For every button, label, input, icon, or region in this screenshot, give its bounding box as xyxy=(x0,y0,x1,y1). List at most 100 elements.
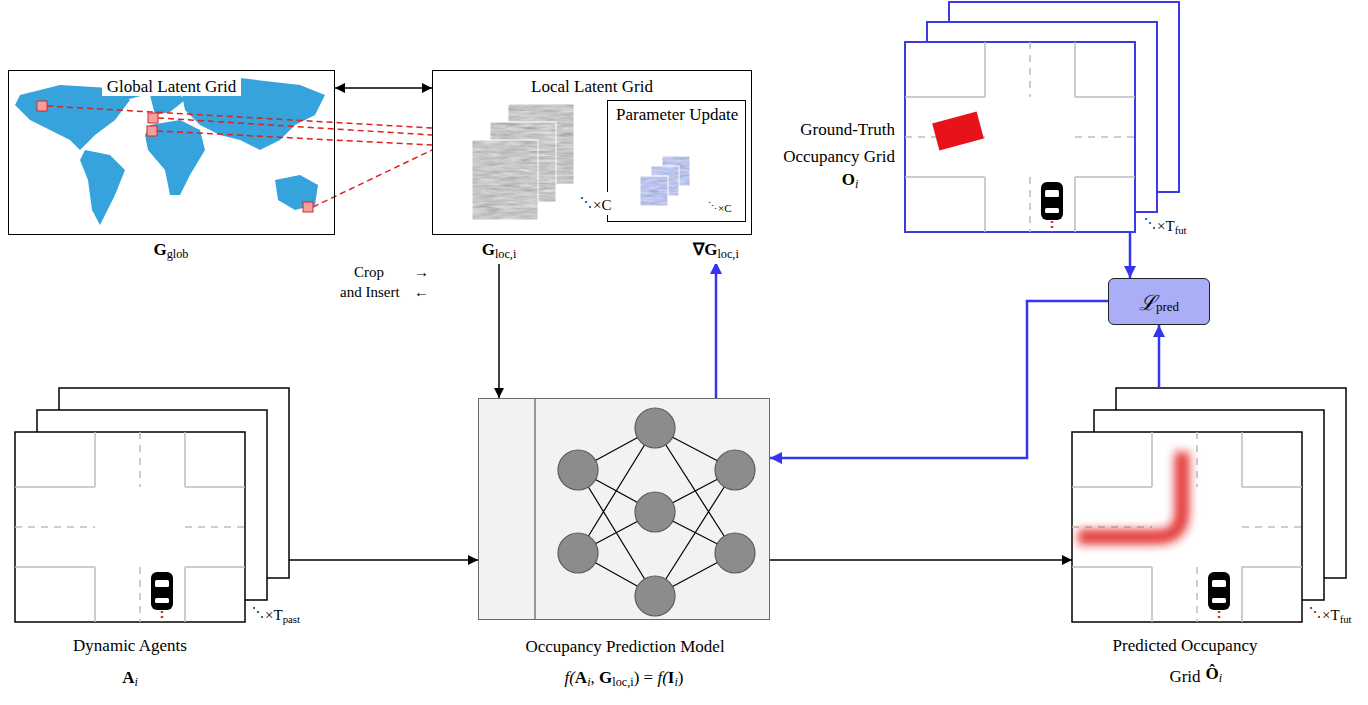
node-text: Ground-Truth Occupancy Grid xyxy=(783,120,895,166)
node-text: Local Latent Grid xyxy=(531,77,653,96)
math-part: i xyxy=(1219,672,1222,686)
node-label: Ground-Truth Occupancy Grid xyxy=(775,116,895,170)
math-part: G xyxy=(599,668,612,687)
math-part: ⋱ xyxy=(1309,605,1321,619)
node-label: Dynamic Agents xyxy=(15,636,245,656)
math-part: and Insert xyxy=(340,284,400,300)
loss-symbol: ℒ xyxy=(1139,288,1156,316)
crop-marker xyxy=(148,113,158,123)
math-label: ⋱×Tpast xyxy=(250,602,302,629)
connector-arrow xyxy=(715,262,718,398)
neuron xyxy=(635,576,675,616)
loss-symbol: pred xyxy=(1156,299,1179,315)
grid-frame xyxy=(15,432,245,622)
agents-stack xyxy=(15,388,289,622)
math-label: Gloc,i xyxy=(480,240,519,264)
model-fill xyxy=(478,398,770,620)
node-label: Occupancy Prediction Model xyxy=(459,637,791,657)
node-text: Occupancy Prediction Model xyxy=(525,637,724,656)
math-part: i xyxy=(587,675,590,689)
map-panel: Global Latent Grid xyxy=(8,70,335,262)
math-part: i xyxy=(134,675,137,689)
grid-stack: Dynamic Agents xyxy=(15,388,289,622)
math-part: f( xyxy=(657,668,667,687)
leader-line xyxy=(313,150,432,207)
ground-truth-stack xyxy=(905,2,1179,232)
math-part: ⋱ xyxy=(1144,216,1156,230)
model-divider xyxy=(534,398,536,620)
math-part: i xyxy=(855,177,858,191)
connector-arrow xyxy=(498,262,500,398)
continent xyxy=(80,150,125,225)
gradient-image xyxy=(640,176,668,206)
neuron xyxy=(635,492,675,532)
node-label: Parameter Update xyxy=(616,105,738,125)
connector-arrow xyxy=(335,87,432,89)
latent-image xyxy=(472,140,538,220)
math-label: → xyxy=(412,262,431,282)
crop-leaders xyxy=(47,106,432,207)
node-text: Global Latent Grid xyxy=(102,77,241,96)
math-part: I xyxy=(668,668,675,687)
math-part: → xyxy=(414,264,429,280)
neuron xyxy=(635,408,675,448)
leader-line xyxy=(157,131,432,145)
math-part: fut xyxy=(1340,613,1352,625)
leader-line xyxy=(47,106,432,128)
math-part: ) xyxy=(678,668,684,687)
math-label: ⋱×Tfut xyxy=(1307,602,1354,629)
math-part: fut xyxy=(1175,224,1187,236)
math-label: ⋱×C xyxy=(578,192,613,215)
math-part: f( xyxy=(564,668,574,687)
grid-stack: Predicted Occupancy Grid xyxy=(1072,388,1346,622)
model-box: Occupancy Prediction Model xyxy=(478,398,770,620)
road-scene xyxy=(905,42,1135,232)
connector-arrow xyxy=(770,559,1072,561)
neuron xyxy=(715,450,755,490)
math-part: loc,i xyxy=(612,675,633,689)
grid-frame xyxy=(1072,432,1302,622)
math-part: ⋱ xyxy=(580,195,592,209)
math-part: ← xyxy=(414,284,429,300)
math-part: ⋱ xyxy=(252,605,264,619)
math-part: , xyxy=(591,668,600,687)
network-illustration xyxy=(478,398,770,620)
connector-arrow xyxy=(289,559,478,561)
node-text: Predicted Occupancy Grid xyxy=(1113,636,1258,686)
crop-marker xyxy=(303,202,313,212)
math-part: Ô xyxy=(1206,664,1219,683)
math-part: loc,i xyxy=(717,247,738,261)
world-map xyxy=(15,78,325,225)
latent-panel: Local Latent GridParameter Update xyxy=(432,70,752,262)
math-part: Crop xyxy=(354,264,384,280)
connector-arrow xyxy=(770,301,1108,458)
node-text: Dynamic Agents xyxy=(73,636,187,655)
math-label: Gglob xyxy=(152,240,191,264)
road-scene xyxy=(15,432,245,622)
neuron xyxy=(715,533,755,573)
math-label: f(Ai, Gloc,i) = f(Ii) xyxy=(562,668,685,692)
neuron xyxy=(558,533,598,573)
math-label: Ôi xyxy=(1204,664,1225,688)
node-text: Parameter Update xyxy=(616,105,738,124)
math-part: ×C xyxy=(718,202,732,214)
math-part: loc,i xyxy=(495,247,516,261)
math-part: O xyxy=(842,170,855,189)
loss-box: ℒpred xyxy=(1108,278,1210,325)
math-label: Crop xyxy=(352,262,386,282)
connector-arrow xyxy=(1129,232,1132,278)
node-label: Local Latent Grid xyxy=(432,77,752,97)
math-label: ⋱×C xyxy=(706,196,734,218)
math-part: glob xyxy=(167,247,189,261)
crop-markers xyxy=(37,101,313,212)
math-label: ← xyxy=(412,282,431,302)
math-label: Oi xyxy=(840,170,861,194)
math-part: past xyxy=(283,613,300,625)
image-border xyxy=(472,140,538,220)
neuron xyxy=(558,450,598,490)
math-part: ∇G xyxy=(693,240,717,259)
loss-label: ℒpred xyxy=(1109,279,1209,324)
math-part: i xyxy=(674,675,677,689)
math-label: and Insert xyxy=(338,282,402,302)
